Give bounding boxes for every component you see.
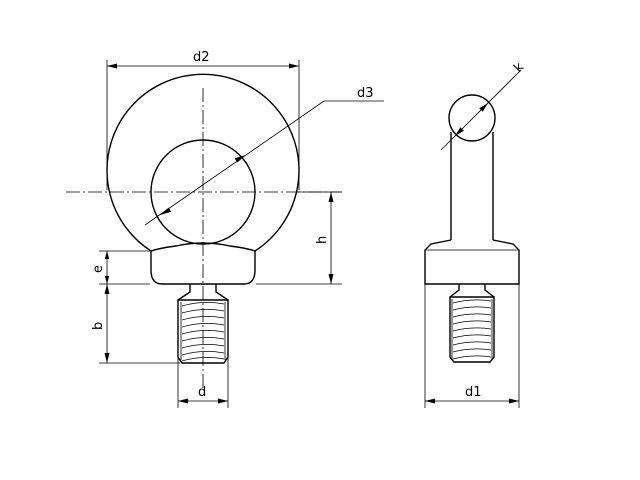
label-d3: d3	[357, 86, 374, 101]
shank-taper	[177, 284, 229, 301]
label-h: h	[315, 236, 330, 244]
side-shank-taper	[449, 284, 495, 298]
label-d: d	[198, 385, 206, 400]
dimension-d: d	[177, 357, 229, 408]
dimension-d3: d3	[144, 86, 384, 226]
dimension-d1: d1	[424, 284, 520, 408]
label-k: k	[511, 60, 527, 76]
dimension-e: e	[91, 250, 150, 285]
eye-section	[448, 94, 496, 142]
collar	[150, 251, 256, 285]
label-e: e	[91, 265, 106, 273]
side-threaded-shank	[449, 296, 495, 363]
dimension-d2: d2	[106, 50, 300, 190]
side-view	[424, 94, 520, 363]
label-d1: d1	[465, 385, 482, 400]
eye-ring-outer	[106, 73, 300, 252]
side-thread-hatching	[452, 299, 492, 360]
dimension-h: h	[256, 191, 342, 285]
dimension-b: b	[91, 284, 180, 364]
label-d2: d2	[193, 50, 210, 65]
label-b: b	[91, 322, 106, 330]
side-collar	[424, 239, 520, 285]
